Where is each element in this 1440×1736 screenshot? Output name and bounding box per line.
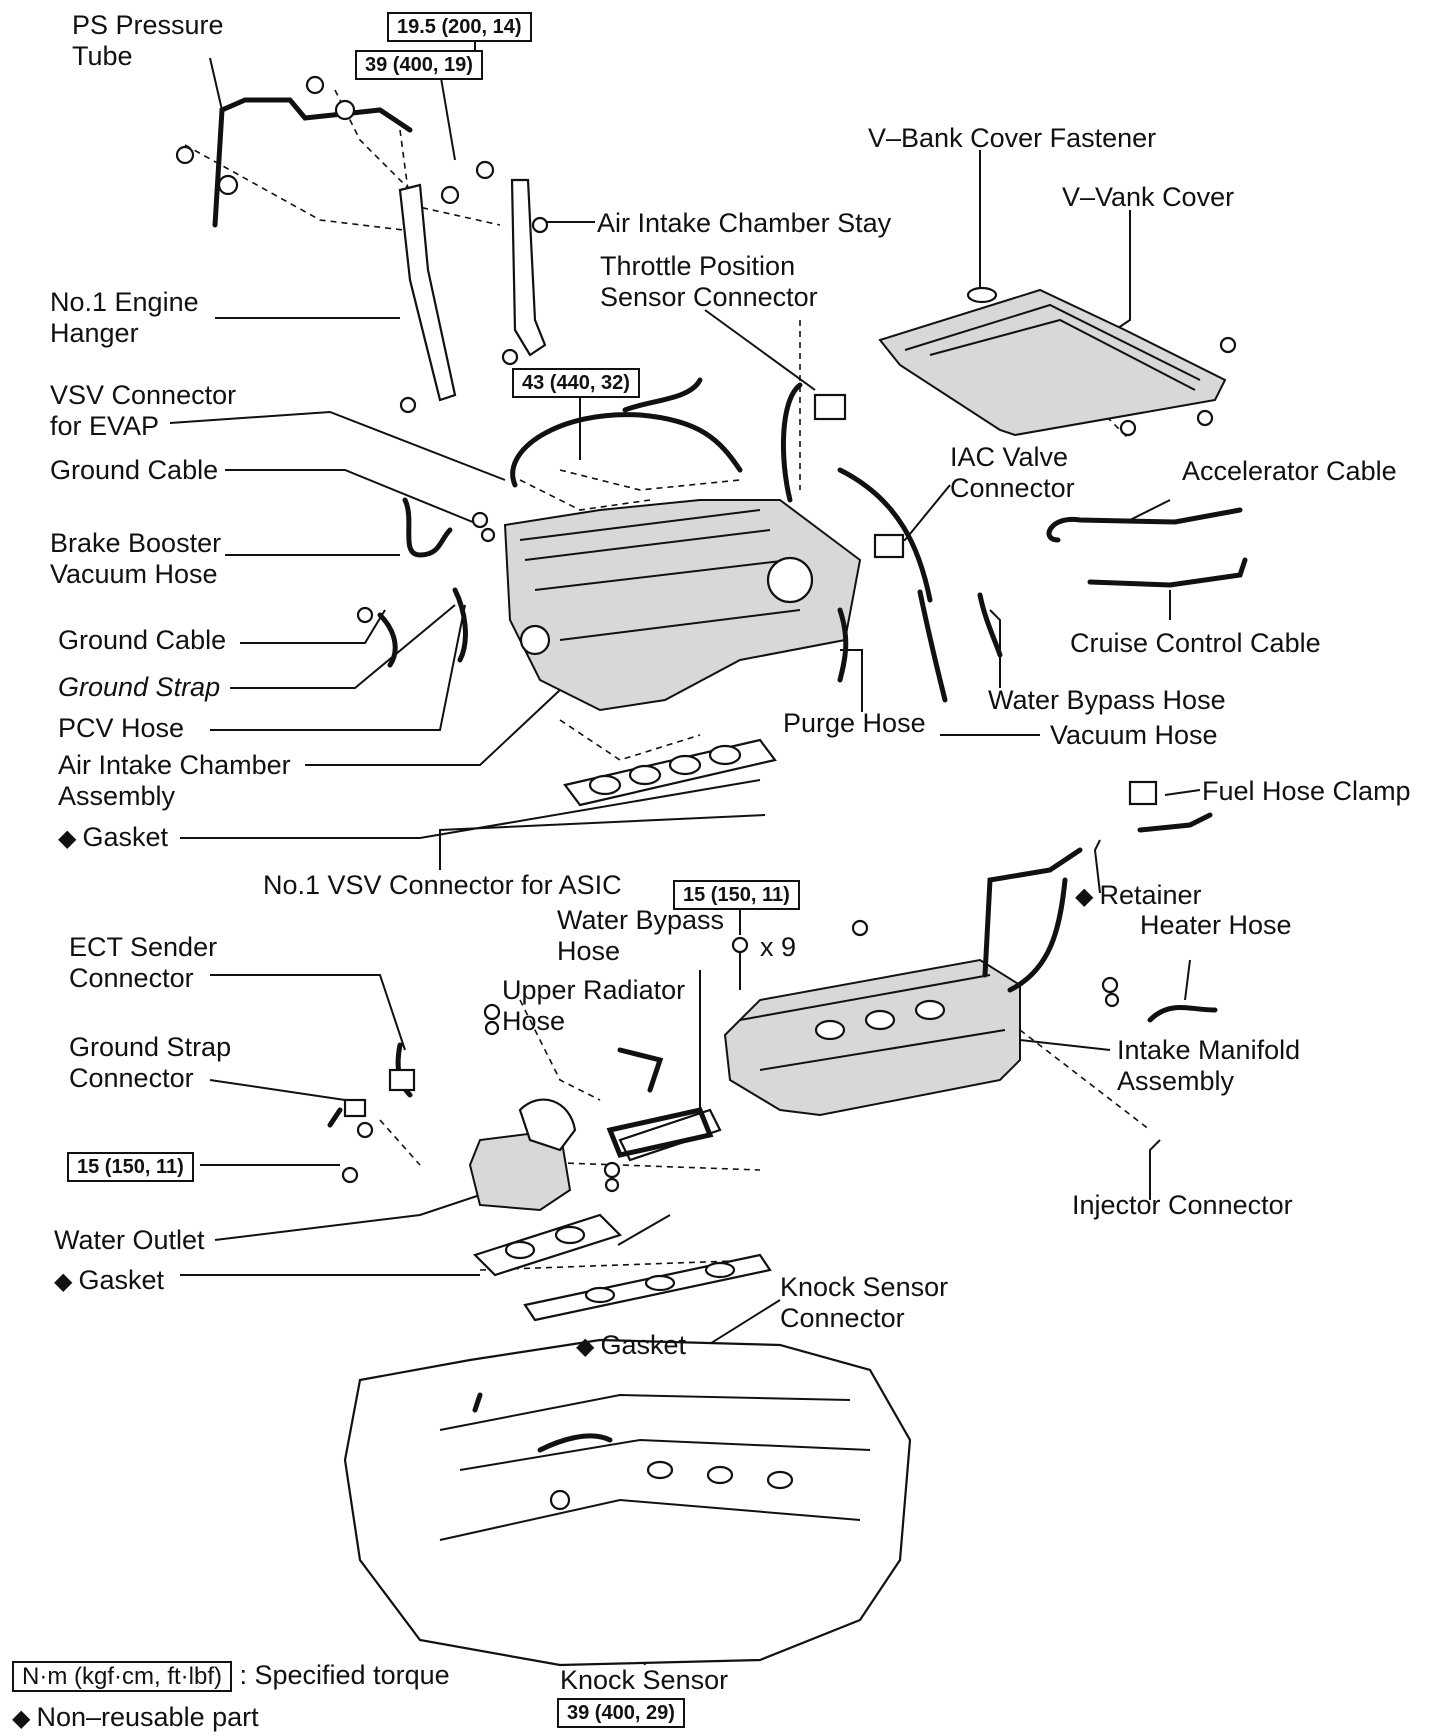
no1-vsv-asic-label: No.1 VSV Connector for ASIC [263,870,622,900]
nonreusable-diamond-icon: ◆ [576,1333,595,1360]
engine-hanger-part [398,160,549,414]
gasket-label-1: ◆Gasket [58,822,169,852]
gaskets-lower-part [472,1213,772,1322]
cruise-control-cable-label: Cruise Control Cable [1070,628,1321,658]
legend-torque: N·m (kgf·cm, ft·lbf) : Specified torque [12,1658,450,1694]
torque-box-39-top: 39 (400, 19) [355,50,483,80]
ground-cable-label-1: Ground Cable [50,455,219,485]
water-outlet-part [327,936,749,1212]
vacuum-hose-label: Vacuum Hose [1050,720,1218,750]
torque-box-15-left: 15 (150, 11) [67,1152,194,1182]
knock-sensor-label: Knock Sensor [560,1665,729,1695]
torque-box-39-bottom: 39 (400, 29) [557,1698,685,1728]
ps-pressure-tube-part [175,75,413,228]
cables-right-part [917,507,1248,833]
injector-connector-label: Injector Connector [1072,1190,1293,1220]
nonreusable-diamond-icon: ◆ [58,825,77,852]
gasket-label-2: ◆Gasket [54,1265,165,1295]
v-bank-cover-fastener-label: V–Bank Cover Fastener [868,123,1157,153]
torque-box-43: 43 (440, 32) [512,368,640,398]
water-bypass-hose-label-1: Water Bypass Hose [988,685,1226,715]
torque-box-19-5: 19.5 (200, 14) [387,12,532,42]
air-intake-chamber-part [503,377,933,712]
legend-torque-text: : Specified torque [239,1660,450,1690]
x9-label: x 9 [760,932,797,962]
air-intake-chamber-stay-label: Air Intake Chamber Stay [597,208,892,238]
nonreusable-diamond-icon: ◆ [12,1705,31,1732]
heater-hose-label: Heater Hose [1140,910,1292,940]
nonreusable-diamond-icon: ◆ [1075,883,1094,910]
legend-torque-unit: N·m (kgf·cm, ft·lbf) [12,1661,232,1692]
v-vank-cover-label: V–Vank Cover [1062,182,1235,212]
hoses-left-part [356,497,496,668]
water-outlet-label: Water Outlet [54,1225,205,1255]
fuel-hose-clamp-label: Fuel Hose Clamp [1202,776,1411,806]
legend-nonreusable-text: Non–reusable part [36,1702,259,1732]
pcv-hose-label: PCV Hose [58,713,185,743]
v-bank-cover-part [878,286,1237,437]
retainer-label: ◆Retainer [1075,880,1202,910]
gasket-upper-part [563,738,777,807]
engine-block-part [343,1338,912,1667]
accelerator-cable-label: Accelerator Cable [1182,456,1397,486]
legend-nonreusable: ◆Non–reusable part [12,1700,259,1736]
ground-cable-label-2: Ground Cable [58,625,227,655]
purge-hose-label: Purge Hose [783,708,926,738]
ground-strap-label: Ground Strap [58,672,221,702]
gasket-label-3: ◆Gasket [576,1330,687,1360]
torque-box-15-mid: 15 (150, 11) [673,880,800,910]
intake-manifold-part [723,847,1218,1117]
leader-lines [169,40,1201,1666]
nonreusable-diamond-icon: ◆ [54,1268,73,1295]
hoses-mid-part [606,607,849,1158]
